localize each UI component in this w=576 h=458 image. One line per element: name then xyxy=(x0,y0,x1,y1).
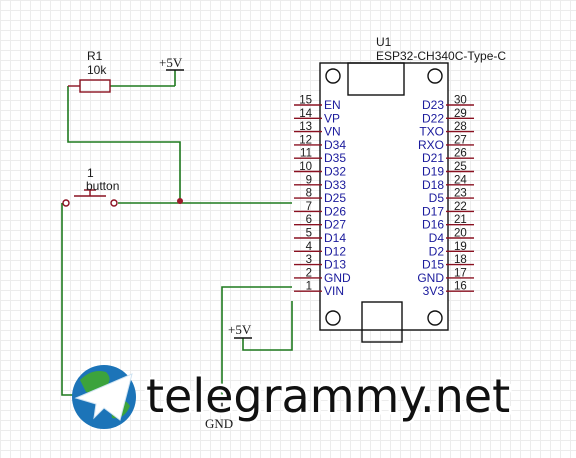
watermark: telegrammy.net xyxy=(72,365,513,429)
resistor-r1: R1 10k xyxy=(68,49,111,93)
ground-label: GND xyxy=(205,416,233,431)
wire-vin-to-5v xyxy=(242,301,293,351)
telegram-plane-icon xyxy=(74,373,133,421)
mount-hole-bottom-right xyxy=(427,310,443,326)
pin-name-12: D34 xyxy=(324,138,346,152)
pin-number-7: 7 xyxy=(306,201,312,213)
pin-name-10: D32 xyxy=(324,165,346,179)
wire-resistor-to-d25 xyxy=(67,86,181,203)
mount-hole-top-right xyxy=(427,68,443,84)
watermark-text: telegrammy.net xyxy=(146,369,510,423)
power-symbol-top: +5V xyxy=(159,55,184,71)
pin-name-24: D18 xyxy=(422,178,444,192)
pin-name-3: D13 xyxy=(324,258,346,272)
pin-name-16: 3V3 xyxy=(423,284,445,298)
pin-number-20: 20 xyxy=(454,228,467,240)
pin-name-22: D17 xyxy=(422,204,444,218)
pin-name-29: D22 xyxy=(422,111,444,125)
pin-number-15: 15 xyxy=(299,95,312,107)
pin-number-9: 9 xyxy=(306,174,312,186)
pin-name-23: D5 xyxy=(429,191,445,205)
button-contact-right xyxy=(110,199,118,207)
wire-junction xyxy=(177,198,183,204)
pin-number-27: 27 xyxy=(454,134,467,146)
pin-number-8: 8 xyxy=(306,188,312,200)
antenna-block xyxy=(361,301,403,343)
pin-number-10: 10 xyxy=(299,161,312,173)
resistor-ref: R1 xyxy=(87,49,103,63)
pin-number-16: 16 xyxy=(454,281,467,293)
pin-name-18: D15 xyxy=(422,258,444,272)
usb-connector xyxy=(347,62,405,96)
pin-name-6: D27 xyxy=(324,218,346,232)
wires xyxy=(61,70,293,396)
pin-name-27: RXO xyxy=(418,138,444,152)
pin-name-21: D16 xyxy=(422,218,444,232)
mount-hole-bottom-left xyxy=(325,310,341,326)
pin-name-14: VP xyxy=(324,111,340,125)
pin-name-17: GND xyxy=(417,271,444,285)
module-body xyxy=(319,62,449,331)
pin-number-24: 24 xyxy=(454,174,467,186)
pin-name-4: D12 xyxy=(324,244,346,258)
pin-number-17: 17 xyxy=(454,267,467,279)
pin-name-2: GND xyxy=(324,271,351,285)
pin-number-1: 1 xyxy=(306,281,312,293)
pin-name-1: VIN xyxy=(324,284,344,298)
button-contact-left xyxy=(62,199,70,207)
pin-number-30: 30 xyxy=(454,95,467,107)
pin-name-9: D33 xyxy=(324,178,346,192)
pin-name-26: D21 xyxy=(422,151,444,165)
power-symbol-bottom: +5V xyxy=(228,322,252,339)
mount-hole-top-left xyxy=(325,68,341,84)
button-ref: 1 xyxy=(87,166,94,180)
pin-number-25: 25 xyxy=(454,161,467,173)
pin-name-5: D14 xyxy=(324,231,346,245)
pin-name-13: VN xyxy=(324,125,341,139)
pin-name-15: EN xyxy=(324,98,341,112)
right-pin-group: 30 D23 29 D22 28 TXO 27 RXO 26 D21 25 D19 24 D18 23 D5 2… xyxy=(417,95,474,298)
pin-name-11: D35 xyxy=(324,151,346,165)
pin-name-25: D19 xyxy=(422,165,444,179)
pin-name-7: D26 xyxy=(324,204,346,218)
pin-number-14: 14 xyxy=(299,108,312,120)
pin-number-26: 26 xyxy=(454,148,467,160)
pin-number-19: 19 xyxy=(454,241,467,253)
button-value: button xyxy=(86,179,119,193)
power-label-bottom: +5V xyxy=(228,322,252,337)
push-button: 1 button xyxy=(62,166,119,207)
power-label-top: +5V xyxy=(159,55,183,70)
pin-name-8: D25 xyxy=(324,191,346,205)
pin-number-5: 5 xyxy=(306,228,312,240)
resistor-body xyxy=(79,79,111,93)
pin-number-2: 2 xyxy=(306,267,312,279)
pin-number-12: 12 xyxy=(299,134,312,146)
pin-number-6: 6 xyxy=(306,214,312,226)
pin-number-22: 22 xyxy=(454,201,467,213)
pin-name-30: D23 xyxy=(422,98,444,112)
module-ref: U1 xyxy=(376,35,392,49)
pin-name-19: D2 xyxy=(429,244,445,258)
ground-symbol: GND xyxy=(205,395,233,431)
pin-number-3: 3 xyxy=(306,254,312,266)
pin-number-18: 18 xyxy=(454,254,467,266)
resistor-value: 10k xyxy=(87,63,107,77)
module-part: ESP32-CH340C-Type-C xyxy=(376,49,506,63)
pin-name-20: D4 xyxy=(429,231,445,245)
wire-gnd-pin-down xyxy=(221,286,292,395)
pin-name-28: TXO xyxy=(419,125,444,139)
pin-number-11: 11 xyxy=(300,148,312,160)
wire-button-left-down xyxy=(61,203,80,396)
pin-number-23: 23 xyxy=(454,188,467,200)
pin-number-29: 29 xyxy=(454,108,467,120)
pin-number-13: 13 xyxy=(299,121,312,133)
pin-number-4: 4 xyxy=(306,241,313,253)
pin-number-21: 21 xyxy=(454,214,467,226)
pin-number-28: 28 xyxy=(454,121,467,133)
